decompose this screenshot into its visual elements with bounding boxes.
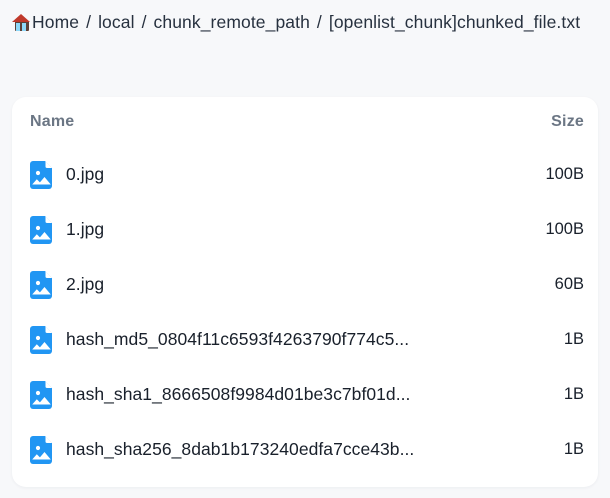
file-name-cell: hash_md5_0804f11c6593f4263790f774c5... bbox=[30, 325, 494, 354]
file-name-label: hash_sha256_8dab1b173240edfa7cce43b... bbox=[66, 439, 415, 459]
breadcrumb-separator: / bbox=[86, 12, 92, 32]
image-file-icon bbox=[30, 325, 53, 354]
column-header-size[interactable]: Size bbox=[551, 113, 584, 130]
file-size-cell: 100B bbox=[545, 165, 584, 183]
image-file-icon bbox=[30, 380, 53, 409]
breadcrumb-item-home[interactable]: Home bbox=[12, 12, 79, 32]
file-name-cell: 1.jpg bbox=[30, 215, 494, 244]
breadcrumb-separator: / bbox=[141, 12, 147, 32]
table-row[interactable]: 0.jpg 100B bbox=[12, 147, 598, 202]
file-name-label: 0.jpg bbox=[66, 164, 105, 184]
table-row[interactable]: 2.jpg 60B bbox=[12, 257, 598, 312]
file-name-cell: hash_sha1_8666508f9984d01be3c7bf01d... bbox=[30, 380, 494, 409]
breadcrumb-separator: / bbox=[316, 12, 322, 32]
table-row[interactable]: hash_sha256_8dab1b173240edfa7cce43b... 1… bbox=[12, 422, 598, 477]
file-name-label: hash_md5_0804f11c6593f4263790f774c5... bbox=[66, 329, 410, 349]
column-header-name[interactable]: Name bbox=[30, 113, 75, 130]
breadcrumb-item-chunk-remote-path[interactable]: chunk_remote_path bbox=[153, 12, 310, 32]
file-size-cell: 1B bbox=[563, 330, 584, 348]
breadcrumb: Home / local / chunk_remote_path / [openlist_c… bbox=[0, 0, 610, 39]
file-size-cell: 100B bbox=[545, 220, 584, 238]
file-name-label: hash_sha1_8666508f9984d01be3c7bf01d... bbox=[66, 384, 411, 404]
table-row[interactable]: 1.jpg 100B bbox=[12, 202, 598, 257]
file-list-card: Name Size 0.jpg 100B bbox=[12, 97, 598, 487]
file-size-cell: 60B bbox=[554, 275, 584, 293]
breadcrumb-item-current-file[interactable]: [openlist_chunk]chunked_file.txt bbox=[328, 12, 581, 32]
file-name-label: 1.jpg bbox=[66, 219, 105, 239]
image-file-icon bbox=[30, 160, 53, 189]
image-file-icon bbox=[30, 435, 53, 464]
file-size-cell: 1B bbox=[563, 385, 584, 403]
table-row[interactable]: hash_sha1_8666508f9984d01be3c7bf01d... 1… bbox=[12, 367, 598, 422]
breadcrumb-item-local[interactable]: local bbox=[98, 12, 135, 32]
file-name-label: 2.jpg bbox=[66, 274, 105, 294]
file-list-header: Name Size bbox=[12, 97, 598, 147]
file-name-cell: hash_sha256_8dab1b173240edfa7cce43b... bbox=[30, 435, 494, 464]
image-file-icon bbox=[30, 270, 53, 299]
image-file-icon bbox=[30, 215, 53, 244]
file-list-rows: 0.jpg 100B 1.jpg 100B bbox=[12, 147, 598, 477]
breadcrumb-item-home-label: Home bbox=[32, 12, 80, 32]
file-name-cell: 2.jpg bbox=[30, 270, 494, 299]
file-name-cell: 0.jpg bbox=[30, 160, 494, 189]
home-icon bbox=[12, 14, 31, 31]
file-size-cell: 1B bbox=[563, 440, 584, 458]
table-row[interactable]: hash_md5_0804f11c6593f4263790f774c5... 1… bbox=[12, 312, 598, 367]
